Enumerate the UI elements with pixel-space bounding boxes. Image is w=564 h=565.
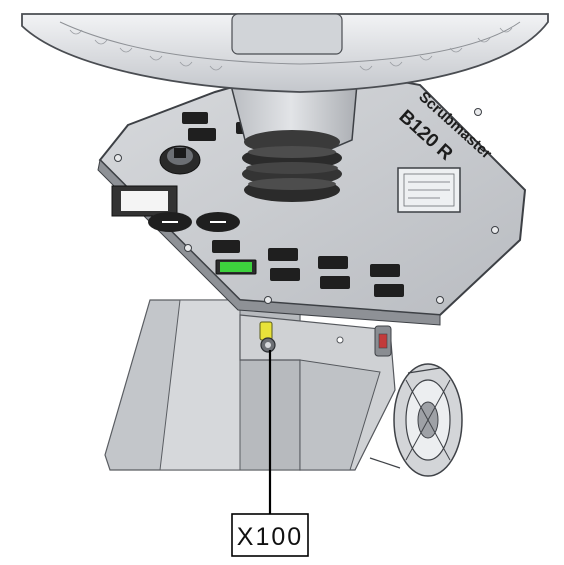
wheel-hub <box>231 13 343 55</box>
disc-assembly <box>369 363 463 477</box>
steering-wheel <box>21 13 549 93</box>
panel-button <box>320 276 350 289</box>
rubber-bellows <box>242 130 342 202</box>
red-marker <box>378 333 388 349</box>
top-button-1 <box>182 112 208 124</box>
mounting-bracket <box>239 314 396 471</box>
panel-button <box>374 284 404 297</box>
callout-x100: X100 <box>231 513 309 557</box>
connector-x100 <box>259 321 276 353</box>
panel-button <box>270 268 300 281</box>
callout-label: X100 <box>237 523 303 551</box>
display-screen <box>121 191 168 211</box>
key-switch <box>159 145 201 175</box>
top-button-2 <box>188 128 216 141</box>
panel-button <box>318 256 348 269</box>
panel-button <box>370 264 400 277</box>
callout-box <box>231 513 309 557</box>
panel-button <box>268 248 298 261</box>
green-indicator <box>220 262 252 272</box>
panel-button <box>212 240 240 253</box>
